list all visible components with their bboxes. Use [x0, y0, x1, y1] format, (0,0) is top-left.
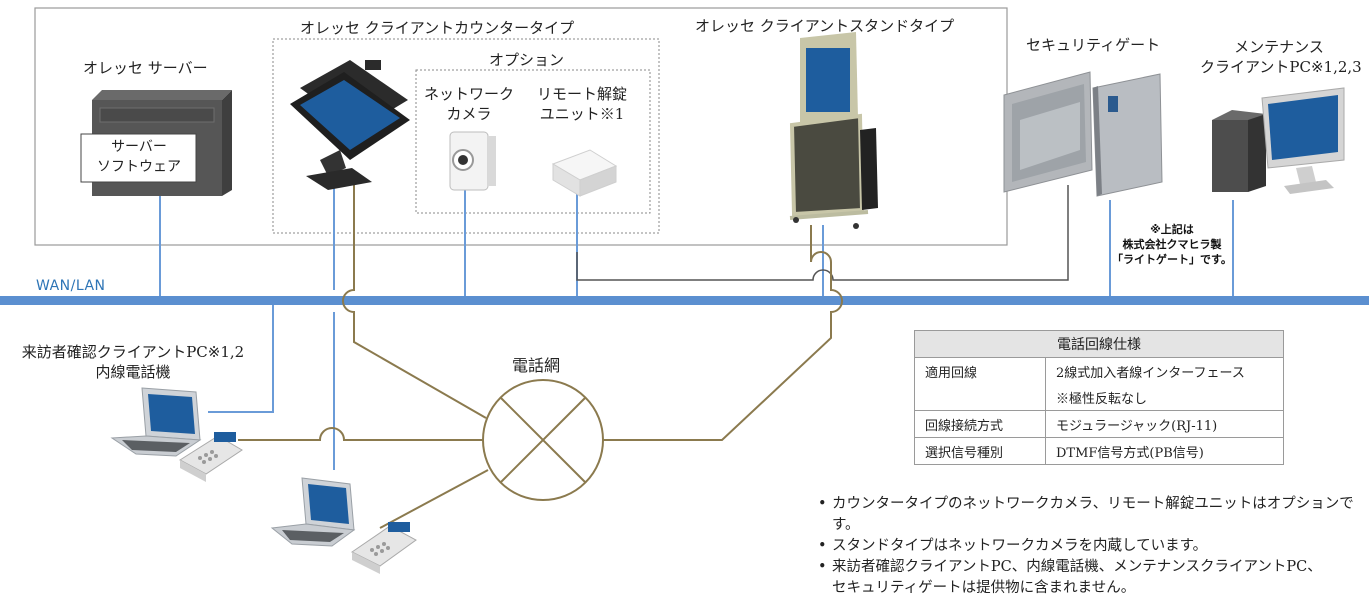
spec-row: 回線接続方式 モジュラージャック(RJ-11) [914, 410, 1284, 438]
spec-table-title: 電話回線仕様 [914, 330, 1284, 358]
note-text: カウンタータイプのネットワークカメラ、リモート解錠ユニットはオプションです。 [832, 496, 1354, 533]
counter-phone-line [342, 175, 487, 419]
spec-table-header: 電話回線仕様 [914, 330, 1284, 358]
server-software-label: サーバー ソフトウェア [82, 137, 196, 177]
option-label: オプション [489, 51, 565, 69]
phone-network-label: 電話網 [512, 356, 561, 375]
notes-list: •カウンタータイプのネットワークカメラ、リモート解錠ユニットはオプションです。 … [818, 494, 1369, 599]
network-camera-label: ネットワーク カメラ [420, 84, 518, 124]
spec-row: 適用回線 2線式加入者線インターフェース [914, 357, 1284, 384]
visitor-pc-line1: 来訪者確認クライアントPC※1,2 [21, 343, 245, 361]
gate-note-line3: 「ライトゲート」です。 [1112, 253, 1232, 266]
stand-kiosk-icon [789, 32, 878, 229]
network-camera-line2: カメラ [446, 105, 492, 123]
bullet-icon: • [818, 559, 827, 575]
phone-network-icon [482, 379, 604, 501]
spec-row: ※極性反転なし [914, 384, 1284, 411]
stand-type-label: オレッセ クライアントスタンドタイプ [695, 17, 955, 35]
visitor-lan-line [208, 300, 274, 413]
lower-phone-line [379, 469, 489, 529]
remote-unlock-line2: ユニット※1 [539, 105, 625, 123]
lower-laptop-icon [270, 477, 356, 547]
note-item: • 来訪者確認クライアントPC、内線電話機、メンテナンスクライアントPC、セキュリ… [818, 557, 1332, 599]
gate-note-line2: 株式会社クマヒラ製 [1122, 238, 1222, 251]
spec-value: モジュラージャック(RJ-11) [1045, 410, 1284, 438]
counter-type-label: オレッセ クライアントカウンタータイプ [300, 19, 575, 37]
note-text: 来訪者確認クライアントPC、内線電話機、メンテナンスクライアントPC、セキュリテ… [832, 559, 1322, 596]
spec-value: DTMF信号方式(PB信号) [1045, 437, 1284, 465]
wan-lan-label: WAN/LAN [36, 278, 106, 294]
security-gate-icon [1003, 71, 1163, 197]
lower-desk-phone-icon [351, 522, 417, 574]
security-gate-label: セキュリティゲート [1026, 36, 1161, 54]
spec-key: 適用回線 [914, 357, 1046, 384]
visitor-desk-phone-icon [179, 432, 243, 482]
spec-key [914, 384, 1046, 411]
phone-line-spec-table: 電話回線仕様 適用回線 2線式加入者線インターフェース ※極性反転なし 回線接続… [914, 330, 1284, 465]
bullet-icon: • [818, 496, 827, 512]
stand-phone-line [601, 225, 843, 441]
counter-tablet-icon [290, 60, 410, 190]
spec-value: 2線式加入者線インターフェース [1045, 357, 1284, 384]
network-camera-line1: ネットワーク [423, 85, 514, 103]
network-camera-icon [449, 131, 496, 191]
remote-unlock-label: リモート解錠 ユニット※1 [528, 84, 636, 124]
gate-maker-note: ※上記は 株式会社クマヒラ製 「ライトゲート」です。 [1112, 222, 1232, 267]
maintenance-pc-icon [1212, 87, 1345, 194]
visitor-phone-line [238, 427, 483, 441]
spec-key: 選択信号種別 [914, 437, 1046, 465]
maintenance-pc-line1: メンテナンス [1234, 38, 1324, 56]
bullet-icon: • [818, 538, 827, 554]
remote-unlock-unit-icon [551, 149, 618, 197]
spec-key: 回線接続方式 [914, 410, 1046, 438]
option-boundary [415, 69, 651, 214]
maintenance-pc-line2: クライアントPC※1,2,3 [1200, 58, 1362, 76]
server-label: オレッセ サーバー [83, 59, 208, 77]
visitor-pc-label: 来訪者確認クライアントPC※1,2 内線電話機 [8, 342, 258, 382]
remote-unlock-line1: リモート解錠 [536, 85, 627, 103]
server-software-line2: ソフトウェア [97, 159, 181, 175]
server-software-box [80, 133, 197, 183]
visitor-laptop-icon [110, 387, 202, 457]
visitor-pc-line2: 内線電話機 [95, 363, 171, 381]
server-software-line1: サーバー [111, 139, 167, 155]
maintenance-pc-label: メンテナンス クライアントPC※1,2,3 [1200, 37, 1362, 77]
spec-row: 選択信号種別 DTMF信号方式(PB信号) [914, 437, 1284, 465]
gate-note-line1: ※上記は [1150, 223, 1194, 236]
wan-lan-bus [0, 296, 1369, 305]
spec-value: ※極性反転なし [1045, 384, 1284, 411]
note-text: スタンドタイプはネットワークカメラを内蔵しています。 [832, 538, 1208, 554]
gate-control-line [576, 185, 1069, 281]
note-item: • カウンタータイプのネットワークカメラ、リモート解錠ユニットはオプションです。 [818, 494, 1369, 536]
note-item: • スタンドタイプはネットワークカメラを内蔵しています。 [818, 536, 1369, 557]
